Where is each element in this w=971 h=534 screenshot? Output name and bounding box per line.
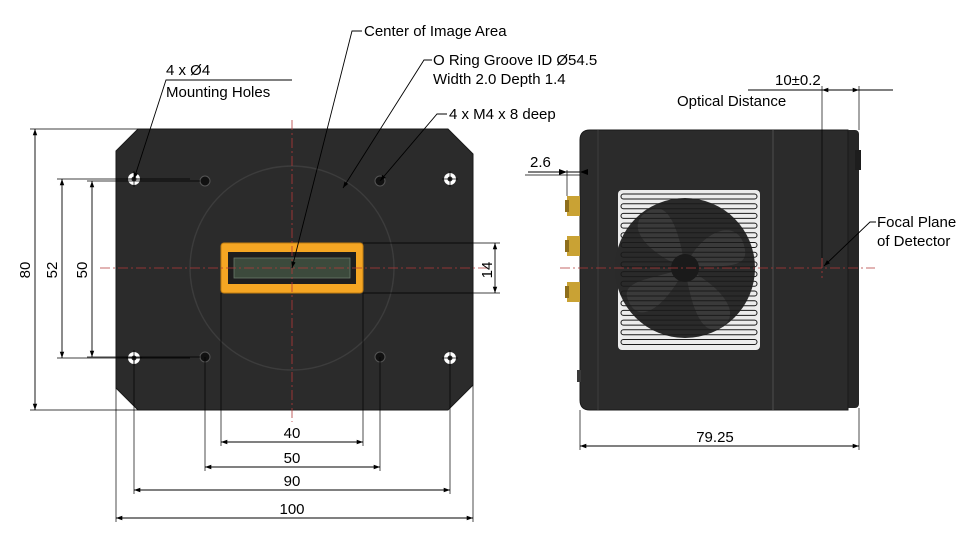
leader-focal-plane bbox=[823, 221, 876, 267]
grille-bar bbox=[620, 309, 758, 316]
front-view: 80 52 50 14 40 50 90 100 bbox=[17, 23, 597, 522]
dim-90-label: 90 bbox=[284, 473, 301, 490]
grille-bar bbox=[620, 222, 758, 229]
dim-2-6-label: 2.6 bbox=[530, 154, 551, 171]
side-extensions bbox=[525, 86, 860, 450]
leader-mounting-holes bbox=[133, 79, 292, 180]
front-vertical-dimensions bbox=[32, 129, 498, 410]
dim-100-label: 100 bbox=[279, 501, 304, 518]
grille-bars bbox=[620, 193, 758, 345]
grille-bar bbox=[620, 251, 758, 258]
grille-bar bbox=[620, 329, 758, 336]
callout-oring-line2: Width 2.0 Depth 1.4 bbox=[433, 71, 566, 88]
dim-79-25-label: 79.25 bbox=[696, 429, 734, 446]
leader-center-image-area bbox=[291, 30, 362, 269]
leader-oring bbox=[342, 59, 432, 189]
front-leaders bbox=[133, 30, 447, 269]
arrow-2-6-a bbox=[559, 169, 567, 175]
connector bbox=[565, 236, 580, 256]
callout-mount-holes-line2: Mounting Holes bbox=[166, 84, 270, 101]
front-vertical-extensions bbox=[30, 128, 500, 411]
front-horizontal-dimensions bbox=[116, 439, 473, 521]
grille-bar bbox=[620, 300, 758, 307]
callout-mount-holes-line1: 4 x Ø4 bbox=[166, 62, 210, 79]
grille-bar bbox=[620, 232, 758, 239]
grille-bar bbox=[620, 193, 758, 200]
grille-bar bbox=[620, 339, 758, 345]
focal-plane-line1: Focal Plane bbox=[877, 214, 956, 231]
callout-oring-line1: O Ring Groove ID Ø54.5 bbox=[433, 52, 597, 69]
grille-bar bbox=[620, 290, 758, 297]
dim-52-label: 52 bbox=[44, 262, 61, 279]
m4-hole bbox=[199, 175, 211, 187]
arrow-2-6-b bbox=[580, 169, 588, 175]
grille-bar bbox=[620, 319, 758, 326]
callout-m4-holes: 4 x M4 x 8 deep bbox=[449, 106, 556, 123]
grille-bar bbox=[620, 280, 758, 287]
grille-bar bbox=[620, 271, 758, 278]
side-rear-step bbox=[855, 150, 861, 170]
dim-14-label: 14 bbox=[479, 262, 496, 279]
grille-bar bbox=[620, 242, 758, 248]
side-knob bbox=[577, 370, 581, 382]
dim-80-label: 80 bbox=[17, 262, 34, 279]
leader-m4 bbox=[379, 113, 447, 182]
dim-50h-label: 50 bbox=[284, 450, 301, 467]
dim-40-label: 40 bbox=[284, 425, 301, 442]
connectors bbox=[565, 196, 581, 382]
front-horizontal-extensions bbox=[115, 293, 474, 522]
fan-grille bbox=[615, 190, 760, 350]
connector bbox=[565, 196, 580, 216]
focal-plane-line2: of Detector bbox=[877, 233, 950, 250]
side-view: 79.25 2.6 10±0.2 Optical Distance Focal … bbox=[525, 72, 956, 450]
optical-distance-value: 10±0.2 bbox=[775, 72, 821, 89]
grille-bar bbox=[620, 203, 758, 210]
optical-distance-label: Optical Distance bbox=[677, 93, 786, 110]
connector bbox=[565, 282, 580, 302]
dim-50-label: 50 bbox=[74, 262, 91, 279]
grille-bar bbox=[620, 261, 758, 268]
callout-center-image-area: Center of Image Area bbox=[364, 23, 507, 40]
grille-bar bbox=[620, 212, 758, 219]
